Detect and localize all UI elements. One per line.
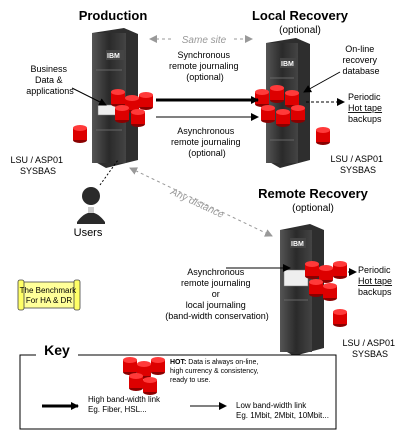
svg-text:IBM: IBM (281, 61, 294, 68)
users-label: Users (74, 227, 103, 239)
key-title: Key (44, 342, 70, 358)
key-low-bandwidth-label: Low band-width link Eg. 1Mbit, 2Mbit, 10… (236, 401, 329, 420)
any-distance-label: Any distance (168, 186, 226, 221)
local-tape-label: Periodic Hot tape backups (348, 92, 385, 124)
remote-recovery-optional: (optional) (292, 203, 334, 214)
remote-recovery-title: Remote Recovery (258, 186, 369, 201)
local-storage-label: LSU / ASP01 SYSBAS (330, 154, 385, 175)
business-data-label: Business Data & applications (26, 64, 74, 96)
key-hot-description: HOT: Data is always on-line, high curren… (170, 359, 261, 384)
users-icon (77, 187, 105, 224)
local-recovery-optional: (optional) (279, 25, 321, 36)
benchmark-scroll (17, 279, 81, 311)
async-journaling-label: Asynchronous remote journaling (optional… (171, 126, 243, 158)
key-box (19, 354, 337, 430)
users-link (99, 159, 119, 186)
production-storage-disk (73, 125, 87, 143)
remote-storage-label: LSU / ASP01 SYSBAS (342, 338, 397, 359)
remote-tape-label: Periodic Hot tape backups (358, 265, 395, 297)
same-site-label: Same site (182, 35, 227, 46)
remote-hot-disks (305, 261, 347, 301)
key-high-bandwidth-label: High band-width link Eg. Fiber, HSL... (88, 395, 162, 414)
business-data-arrow (71, 87, 107, 106)
remote-storage-disk (333, 309, 347, 327)
production-title: Production (79, 8, 148, 23)
async-remote-label: Asynchronous remote journaling or local … (165, 267, 269, 321)
local-online-db-label: On-line recovery database (342, 44, 379, 76)
local-recovery-title: Local Recovery (252, 8, 349, 23)
local-storage-disk (316, 127, 330, 145)
svg-text:IBM: IBM (291, 241, 304, 248)
local-online-db-arrow (303, 71, 341, 93)
production-storage-label: LSU / ASP01 SYSBAS (10, 155, 65, 176)
any-distance-line (129, 167, 273, 237)
benchmark-label: The Benchmark For HA & DR (20, 286, 79, 305)
sync-journaling-label: Synchronous remote journaling (optional) (169, 50, 241, 82)
svg-text:IBM: IBM (107, 53, 120, 60)
remote-recovery-server: IBM (280, 224, 324, 356)
